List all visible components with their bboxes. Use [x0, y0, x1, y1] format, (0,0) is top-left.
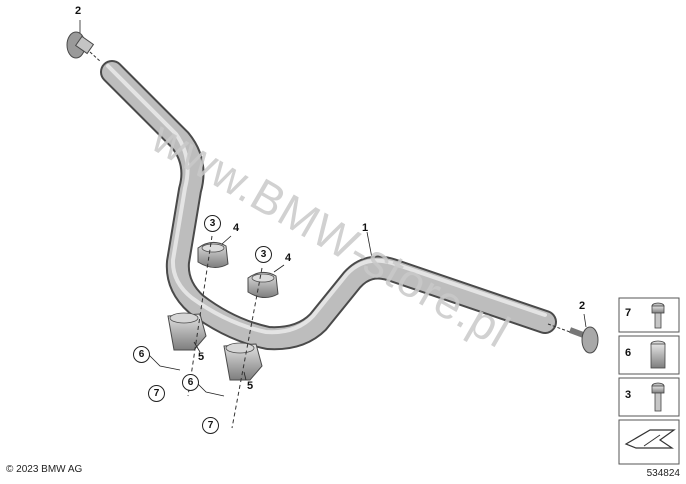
callout-clamp-cap-right: 4 [285, 252, 292, 264]
legend-number-bolt: 7 [625, 307, 632, 319]
leader-lines [79, 20, 587, 397]
clamp-cap-left [197, 242, 229, 268]
callout-bolt-right: 7 [202, 417, 219, 434]
callout-screw-left: 3 [204, 215, 221, 232]
callout-riser-left: 5 [198, 351, 205, 363]
diagram-number: 534824 [646, 468, 680, 479]
bar-end-left [66, 31, 102, 63]
riser-right [223, 342, 263, 381]
callout-handlebar: 1 [362, 222, 369, 234]
callout-bar-end-right: 2 [579, 300, 586, 312]
callout-clamp-cap-left: 4 [233, 222, 240, 234]
callout-bolt-left: 7 [148, 385, 165, 402]
handlebar [100, 60, 557, 351]
callout-sleeve-left: 6 [133, 346, 150, 363]
legend-number-sleeve: 6 [625, 347, 632, 359]
legend-number-screw: 3 [625, 389, 632, 401]
legend-drawings [618, 297, 680, 465]
clamp-cap-right [247, 272, 279, 298]
callout-riser-right: 5 [247, 380, 254, 392]
callout-sleeve-right: 6 [182, 374, 199, 391]
assembly-lines [187, 235, 263, 429]
callout-screw-right: 3 [255, 246, 272, 263]
callout-bar-end-left: 2 [75, 5, 82, 17]
riser-left [167, 312, 207, 351]
bar-end-right [547, 323, 599, 354]
copyright-text: © 2023 BMW AG [6, 464, 83, 475]
